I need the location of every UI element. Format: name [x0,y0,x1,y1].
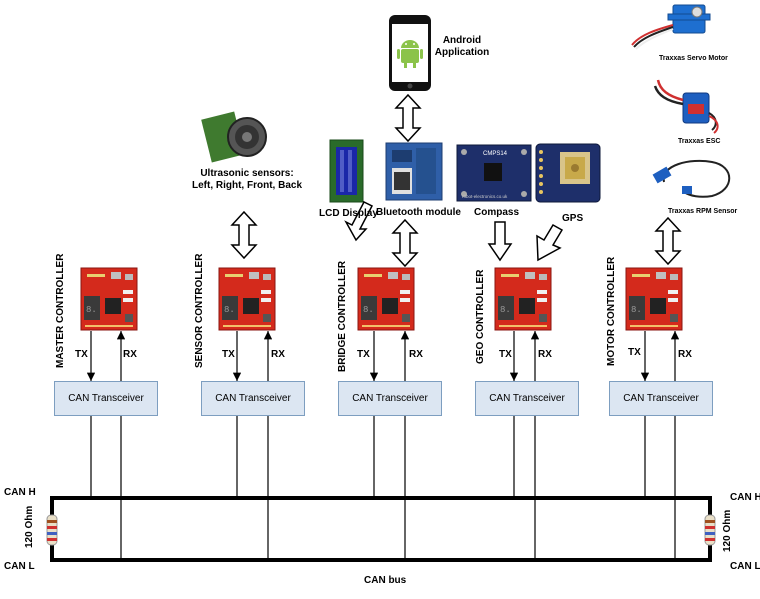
resistor-label-left: 120 Ohm [24,505,35,548]
arrow-compass-geo [488,221,512,261]
compass-icon: CMPS14 robot-electronics.co.uk [456,144,532,202]
tx-label: TX [357,349,370,360]
can-h-label-left: CAN H [4,487,36,498]
tx-label: TX [499,349,512,360]
can-h-label-right: CAN H [730,492,760,503]
can-transceiver: CAN Transceiver [609,381,713,416]
can-transceiver: CAN Transceiver [54,381,158,416]
tx-label: TX [75,349,88,360]
rx-label: RX [678,349,692,360]
resistor-left [46,514,58,546]
android-app-label: Android Application [434,35,490,58]
controller-name: SENSOR CONTROLLER [194,253,205,368]
ultrasonic-label: Ultrasonic sensors: Left, Right, Front, … [192,168,302,191]
controller-name: BRIDGE CONTROLLER [337,260,348,372]
can-transceiver: CAN Transceiver [475,381,579,416]
resistor-label-right: 120 Ohm [722,509,733,552]
arrow-bluetooth-bridge [392,219,418,267]
arrow-phone-bluetooth [395,94,421,142]
rx-label: RX [123,349,137,360]
bluetooth-label: Bluetooth module [376,207,461,218]
sensor-board-icon [218,267,276,331]
servo-motor-icon [631,4,711,50]
lcd-display-icon [329,139,364,203]
can-l-label-left: CAN L [4,561,35,572]
controller-name: MOTOR CONTROLLER [606,256,617,366]
bridge-board-icon [357,267,415,331]
gps-icon [535,143,601,203]
svg-text:CMPS14: CMPS14 [483,151,508,157]
rpm-sensor-icon [652,159,731,198]
arrow-motor-devices [655,217,681,265]
bluetooth-module-icon [385,142,443,201]
gps-label: GPS [562,213,584,224]
rpm-label: Traxxas RPM Sensor [668,208,738,215]
can-bus-label: CAN bus [364,575,407,586]
ultrasonic-sensor-icon [201,111,267,163]
arrow-gps-geo [536,223,564,262]
esc-icon [653,79,719,134]
geo-board-icon [494,267,552,331]
esc-label: Traxxas ESC [678,138,721,145]
tx-label: TX [628,347,641,358]
rx-label: RX [271,349,285,360]
lcd-label: LCD Display [319,208,378,219]
controller-name: GEO CONTROLLER [475,269,486,364]
phone-icon [389,15,431,91]
compass-label: Compass [474,207,520,218]
rx-label: RX [409,349,423,360]
arrow-ultrasonic-sensor-controller [231,211,257,259]
arrow-lcd-from-bridge [344,200,374,242]
can-transceiver: CAN Transceiver [338,381,442,416]
svg-text:robot-electronics.co.uk: robot-electronics.co.uk [462,194,508,199]
master-board-icon [80,267,138,331]
resistor-right [704,514,716,546]
motor-board-icon [625,267,683,331]
servo-label: Traxxas Servo Motor [659,55,728,62]
controller-name: MASTER CONTROLLER [55,253,66,368]
can-transceiver: CAN Transceiver [201,381,305,416]
rx-label: RX [538,349,552,360]
tx-label: TX [222,349,235,360]
can-l-label-right: CAN L [730,561,760,572]
